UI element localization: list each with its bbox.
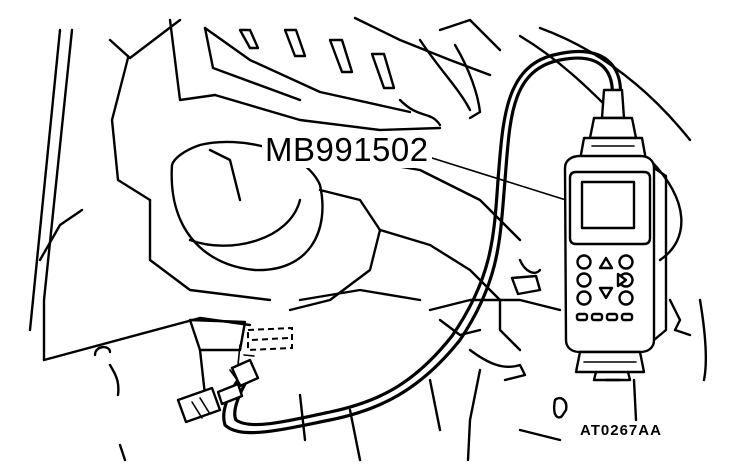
handheld-tester [563, 88, 668, 382]
figure-code: AT0267AA [580, 422, 662, 439]
tester-callout-label: MB991502 [262, 131, 432, 169]
dashboard-structure [28, 16, 708, 462]
cable [176, 50, 623, 435]
callout-leader-line [431, 157, 567, 201]
